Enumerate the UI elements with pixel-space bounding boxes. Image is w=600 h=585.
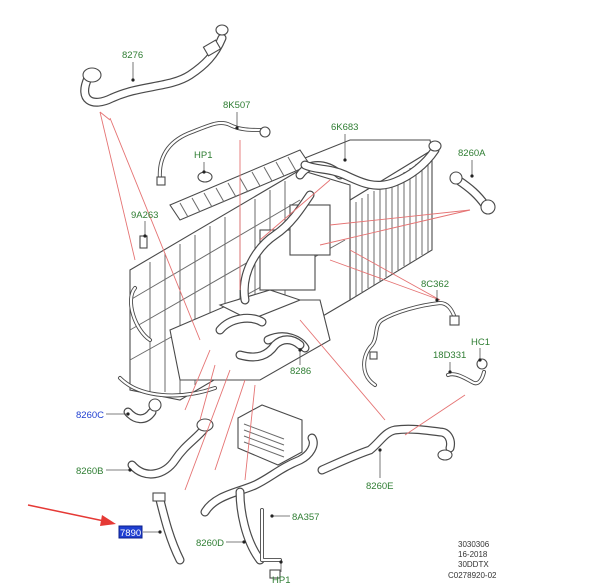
- label-8A357[interactable]: 8A357: [292, 512, 319, 523]
- meta-line-2: 16-2018: [458, 550, 488, 559]
- label-HP1-top[interactable]: HP1: [194, 150, 212, 161]
- meta-line-4: C0278920-02: [448, 571, 497, 580]
- label-8K507[interactable]: 8K507: [223, 100, 250, 111]
- pipe-8C362-illustration: [362, 301, 460, 387]
- part-8260C-illustration: [123, 398, 162, 424]
- part-7890-illustration: [152, 492, 185, 565]
- hp1-top-connector: [197, 171, 213, 183]
- red-leader-lines: [99, 111, 471, 491]
- hose-8260E-illustration: [317, 424, 455, 475]
- label-8260D[interactable]: 8260D: [196, 538, 224, 549]
- bracket-8A357-illustration: [260, 508, 282, 562]
- part-8260A-illustration: [449, 171, 496, 215]
- hose-8276-illustration: [80, 24, 229, 107]
- label-8260E[interactable]: 8260E: [366, 481, 393, 492]
- label-8276[interactable]: 8276: [122, 50, 143, 61]
- part-9A263-illustration: [139, 235, 148, 249]
- label-9A263[interactable]: 9A263: [131, 210, 158, 221]
- diagram-meta-block: 3030306 16-2018 30DDTX C0278920-02: [448, 540, 497, 580]
- part-labels: 8276 8K507 6K683 HP1 8260A 9A263 8C362 H…: [76, 50, 490, 585]
- pipe-8K507-illustration: [156, 121, 271, 186]
- meta-line-1: 3030306: [458, 540, 490, 549]
- hose-8260B-illustration: [127, 418, 214, 479]
- label-8286[interactable]: 8286: [290, 366, 311, 377]
- red-arrow-indicator: [27, 504, 116, 526]
- dark-leader-lines: [106, 62, 482, 572]
- hose-6K683-illustration: [300, 140, 442, 190]
- label-HP1-bottom[interactable]: HP1: [272, 575, 290, 585]
- label-8260C[interactable]: 8260C: [76, 410, 104, 421]
- label-7890[interactable]: 7890: [120, 528, 141, 539]
- hp1-bottom-connector: [269, 569, 281, 579]
- label-18D331[interactable]: 18D331: [433, 350, 466, 361]
- meta-line-3: 30DDTX: [458, 560, 489, 569]
- parts-HC1-18D331-illustration: [446, 358, 488, 386]
- label-8260A[interactable]: 8260A: [458, 148, 486, 159]
- label-8260B[interactable]: 8260B: [76, 466, 103, 477]
- highlight-box-7890: [118, 525, 143, 539]
- label-HC1[interactable]: HC1: [471, 337, 490, 348]
- label-6K683[interactable]: 6K683: [331, 122, 358, 133]
- hose-8286-illustration: [235, 335, 305, 362]
- hose-8260D-illustration: [200, 433, 318, 565]
- label-8C362[interactable]: 8C362: [421, 279, 449, 290]
